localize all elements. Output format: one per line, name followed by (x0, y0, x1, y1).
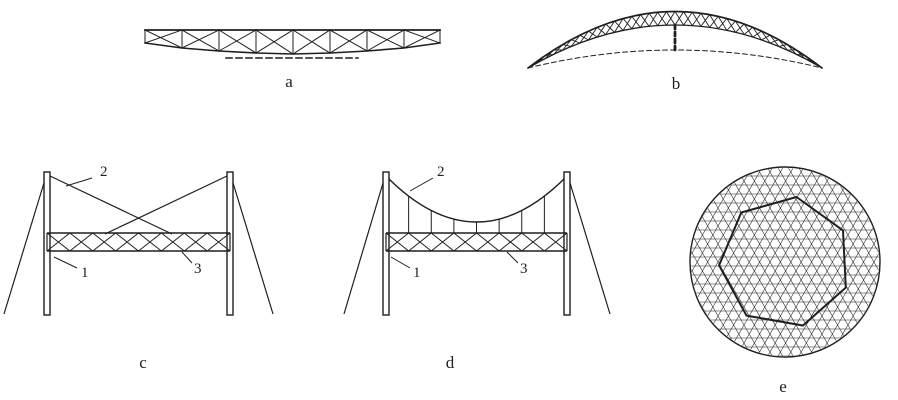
cable-hangers (408, 196, 545, 233)
left-stay-cable (49, 175, 173, 235)
figure-b-label: b (672, 74, 681, 93)
callout-leader-mast (53, 256, 78, 269)
callout-3-truss: 3 (194, 261, 202, 277)
callout-leader-truss (506, 251, 519, 264)
figure-a-label: a (285, 72, 293, 91)
callout-1-mast: 1 (81, 265, 89, 281)
callout-2-cable: 2 (437, 164, 445, 180)
callout-leader-cable (65, 177, 93, 187)
figure-d-suspension: 2 1 3 d (343, 164, 611, 372)
right-backstay (229, 172, 274, 315)
truss-a-web-members (144, 29, 441, 55)
right-backstay (566, 172, 611, 315)
truss-c-web-members (46, 232, 231, 252)
figure-e-label: e (779, 377, 787, 396)
callout-3-truss: 3 (520, 261, 528, 277)
dome-ring-polygon (717, 195, 847, 327)
left-backstay (3, 172, 48, 315)
figure-d-label: d (446, 353, 455, 372)
dome-outline-circle (689, 166, 881, 358)
figure-c-cable-stayed: 2 1 3 c (3, 164, 274, 372)
left-backstay (343, 172, 387, 315)
callout-2-cable: 2 (100, 164, 108, 180)
main-suspension-cable (385, 175, 568, 223)
figure-a-lens-truss: a (144, 29, 441, 91)
callout-1-mast: 1 (413, 265, 421, 281)
figure-e-dome-plan: e (689, 166, 881, 396)
callout-leader-cable (409, 177, 434, 192)
dome-triangular-mesh (691, 168, 879, 356)
right-stay-cable (104, 175, 228, 235)
callout-leader-truss (181, 251, 193, 264)
arch-dashed-tie (527, 49, 823, 69)
truss-d-web-members (385, 232, 568, 252)
figure-b-arch-truss: b (527, 10, 823, 93)
figure-c-label: c (139, 353, 147, 372)
callout-leader-mast (390, 256, 411, 269)
